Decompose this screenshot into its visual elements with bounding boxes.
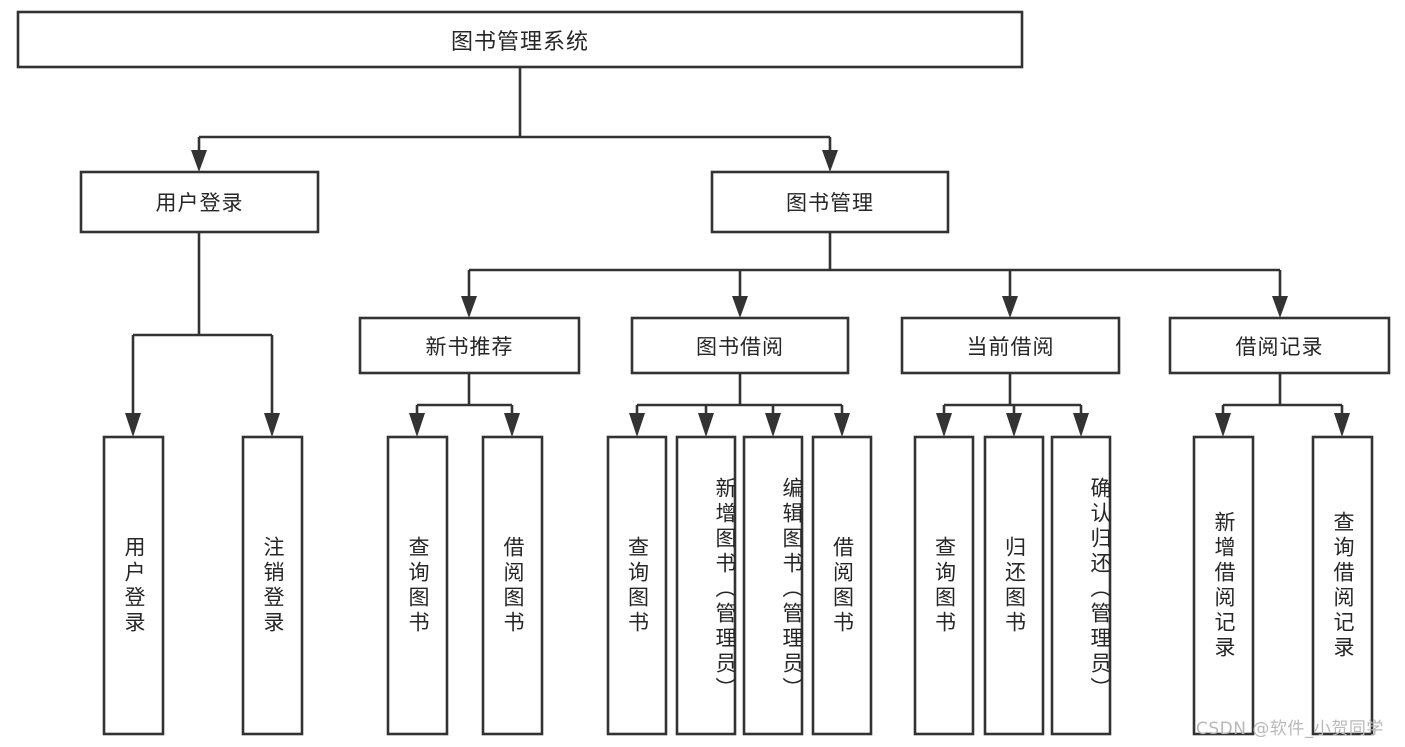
node-box-book-borrow[interactable] [630, 316, 850, 375]
node-box-root[interactable] [16, 10, 1024, 69]
leaf-box-borrow-book-1[interactable] [481, 435, 544, 736]
arrow-leaf-add-record [1215, 413, 1231, 437]
leaf-box-query-record[interactable] [1311, 435, 1374, 736]
arrow-leaf-borrow-book-1 [504, 413, 520, 437]
arrow-leaf-edit-book [765, 413, 781, 437]
arrow-leaf-query-book-1 [409, 413, 425, 437]
arrow-leaf-query-book-2 [629, 413, 645, 437]
arrow-user-login [191, 150, 207, 172]
arrow-leaf-add-book [698, 413, 714, 437]
arrow-borrow-record [1272, 296, 1288, 318]
node-box-borrow-record[interactable] [1168, 316, 1391, 375]
leaf-box-add-book[interactable] [675, 435, 737, 736]
leaf-box-edit-book[interactable] [742, 435, 804, 736]
arrow-new-book-recommend [461, 296, 477, 318]
arrow-current-borrow [1002, 296, 1018, 318]
arrow-leaf-confirm-return [1073, 413, 1089, 437]
leaf-box-confirm-return[interactable] [1050, 435, 1112, 736]
node-box-new-book-recommend[interactable] [358, 316, 581, 375]
leaf-box-return-book[interactable] [983, 435, 1045, 736]
arrow-leaf-query-book-3 [936, 413, 952, 437]
connector-borrow-record-to-leaves [1215, 373, 1350, 437]
leaf-box-borrow-book-2[interactable] [811, 435, 873, 736]
node-box-current-borrow[interactable] [900, 316, 1121, 375]
arrow-book-borrow [732, 296, 748, 318]
arrow-book-manage [822, 150, 838, 172]
csdn-watermark: CSDN @软件_小贺同学 [1196, 719, 1384, 739]
arrow-leaf-return-book [1006, 413, 1022, 437]
connector-new-book-to-leaves [409, 373, 520, 437]
leaf-box-query-book-2[interactable] [606, 435, 668, 736]
connector-current-borrow-to-leaves [936, 373, 1089, 437]
arrow-leaf-borrow-book-2 [834, 413, 850, 437]
connector-root-to-level2 [191, 67, 838, 172]
arrow-leaf-user-logout [264, 413, 280, 437]
leaf-box-add-record[interactable] [1192, 435, 1255, 736]
connector-book-borrow-to-leaves [629, 373, 850, 437]
leaf-box-user-login[interactable] [102, 435, 165, 736]
node-box-book-manage[interactable] [710, 170, 950, 234]
arrow-leaf-user-login [125, 413, 141, 437]
connector-user-login-to-leaves [125, 232, 280, 437]
connector-book-manage-to-level3 [461, 232, 1288, 318]
arrow-leaf-query-record [1334, 413, 1350, 437]
leaf-box-user-logout[interactable] [241, 435, 304, 736]
leaf-box-query-book-3[interactable] [913, 435, 975, 736]
node-box-user-login[interactable] [79, 170, 320, 234]
leaf-box-query-book-1[interactable] [386, 435, 449, 736]
